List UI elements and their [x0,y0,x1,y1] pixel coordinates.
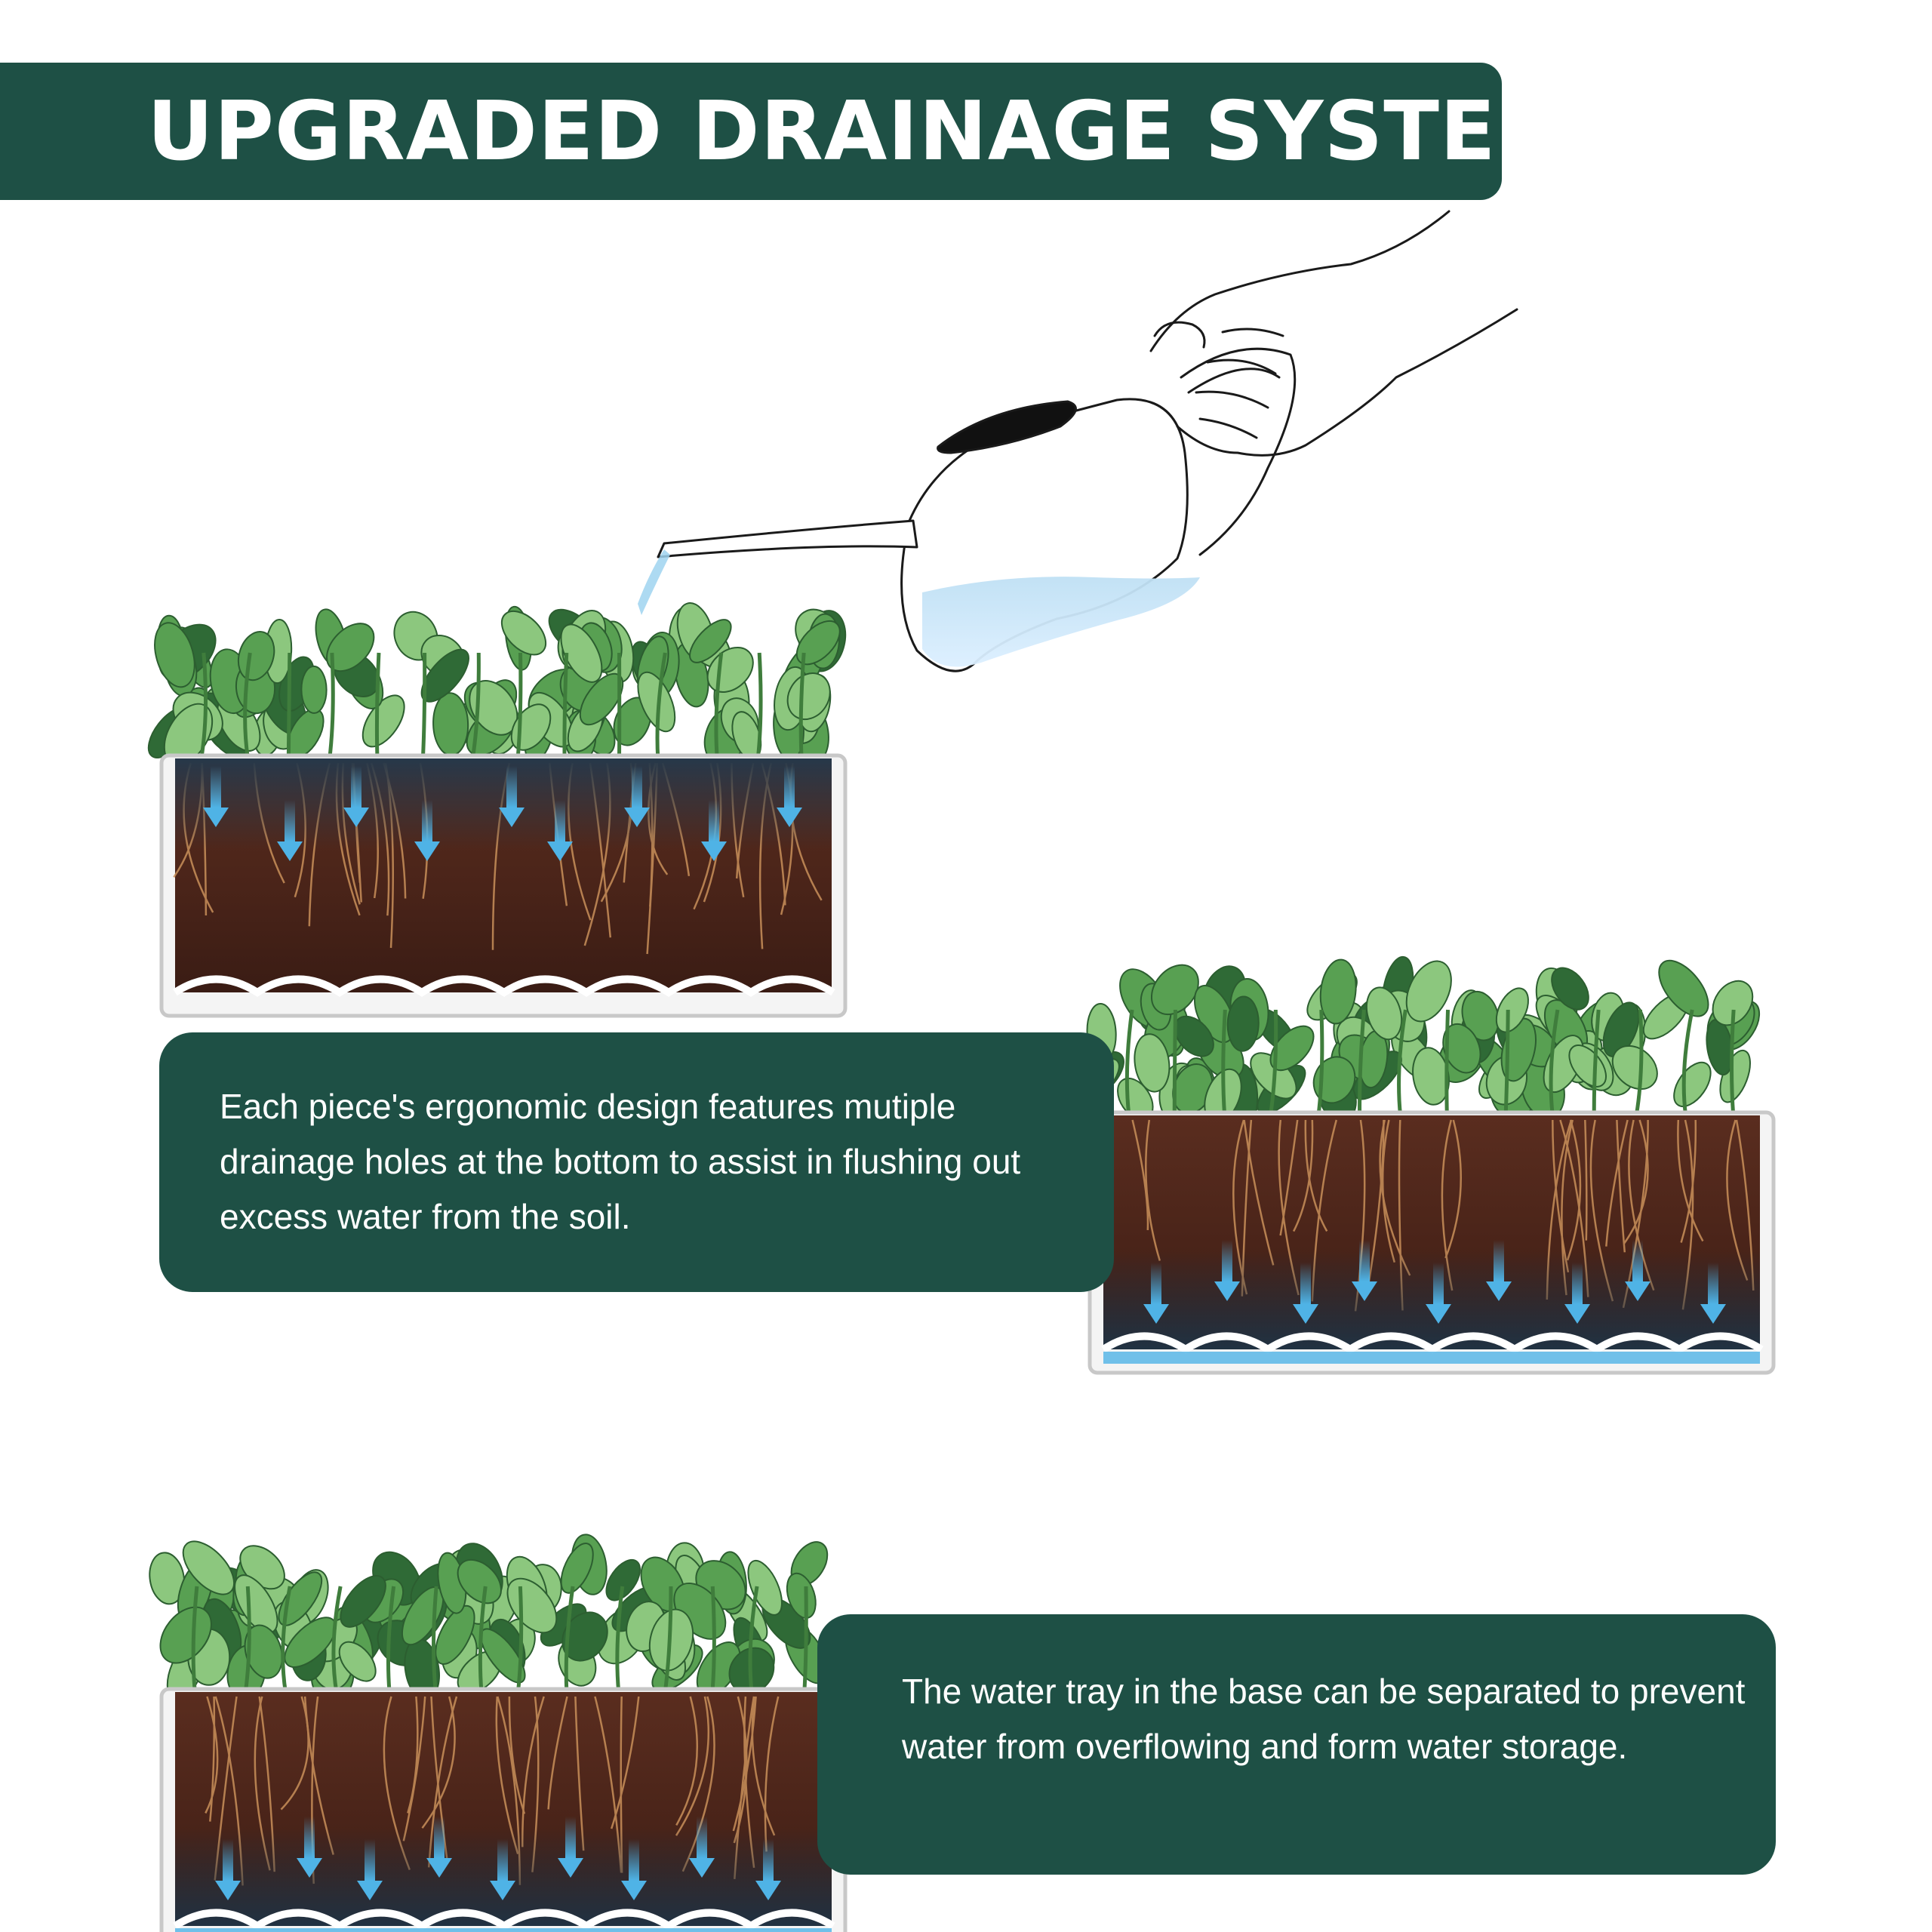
water-flow-arrow [1564,1263,1590,1324]
callout-drainage-holes: Each piece's ergonomic design features m… [159,1032,1114,1292]
watering-can-water-level [922,577,1200,667]
water-stream [638,549,670,615]
callout-water-tray-text: The water tray in the base can be separa… [902,1672,1746,1766]
water-flow-arrow [1352,1240,1377,1301]
water-flow-arrow [1426,1263,1451,1324]
water-flow-arrow [1700,1263,1726,1324]
planter-watering [147,602,848,1018]
plant-foliage [147,602,847,766]
title-banner: UPGRADED DRAINAGE SYSTEM [0,63,1577,200]
water-flow-arrow [777,766,802,827]
planter-draining [1074,955,1776,1375]
tray-water [175,1928,832,1932]
water-flow-arrow [558,1817,583,1878]
water-flow-arrow [490,1839,515,1900]
callout-water-tray: The water tray in the base can be separa… [817,1614,1776,1875]
water-flow-arrow [547,800,573,861]
water-flow-arrow [689,1817,715,1878]
water-flow-arrow [499,766,525,827]
water-flow-arrow [1293,1263,1318,1324]
tray-water [1103,1352,1760,1364]
water-flow-arrow [701,800,727,861]
water-flow-arrow [755,1839,781,1900]
water-flow-arrow [624,766,650,827]
water-flow-arrow [277,800,303,861]
water-flow-arrow [1214,1240,1240,1301]
water-flow-arrow [414,800,440,861]
water-flow-arrow [1143,1263,1169,1324]
wet-soil-bottom [1103,1251,1760,1349]
water-flow-arrow [203,766,229,827]
water-flow-arrow [343,766,369,827]
plant-foliage [149,1534,829,1702]
page-title: UPGRADED DRAINAGE SYSTEM [147,84,1579,179]
callout-drainage-holes-text: Each piece's ergonomic design features m… [220,1087,1021,1236]
water-flow-arrow [426,1817,452,1878]
planter-water-stored [149,1534,848,1932]
plant-foliage [1074,955,1761,1131]
water-flow-arrow [1625,1240,1651,1301]
water-flow-arrow [215,1839,241,1900]
water-flow-arrow [357,1839,383,1900]
water-flow-arrow [1486,1240,1512,1301]
water-flow-arrow [621,1839,647,1900]
water-flow-arrow [297,1817,322,1878]
watering-can-spout [657,519,918,558]
wet-soil-top [175,758,832,849]
